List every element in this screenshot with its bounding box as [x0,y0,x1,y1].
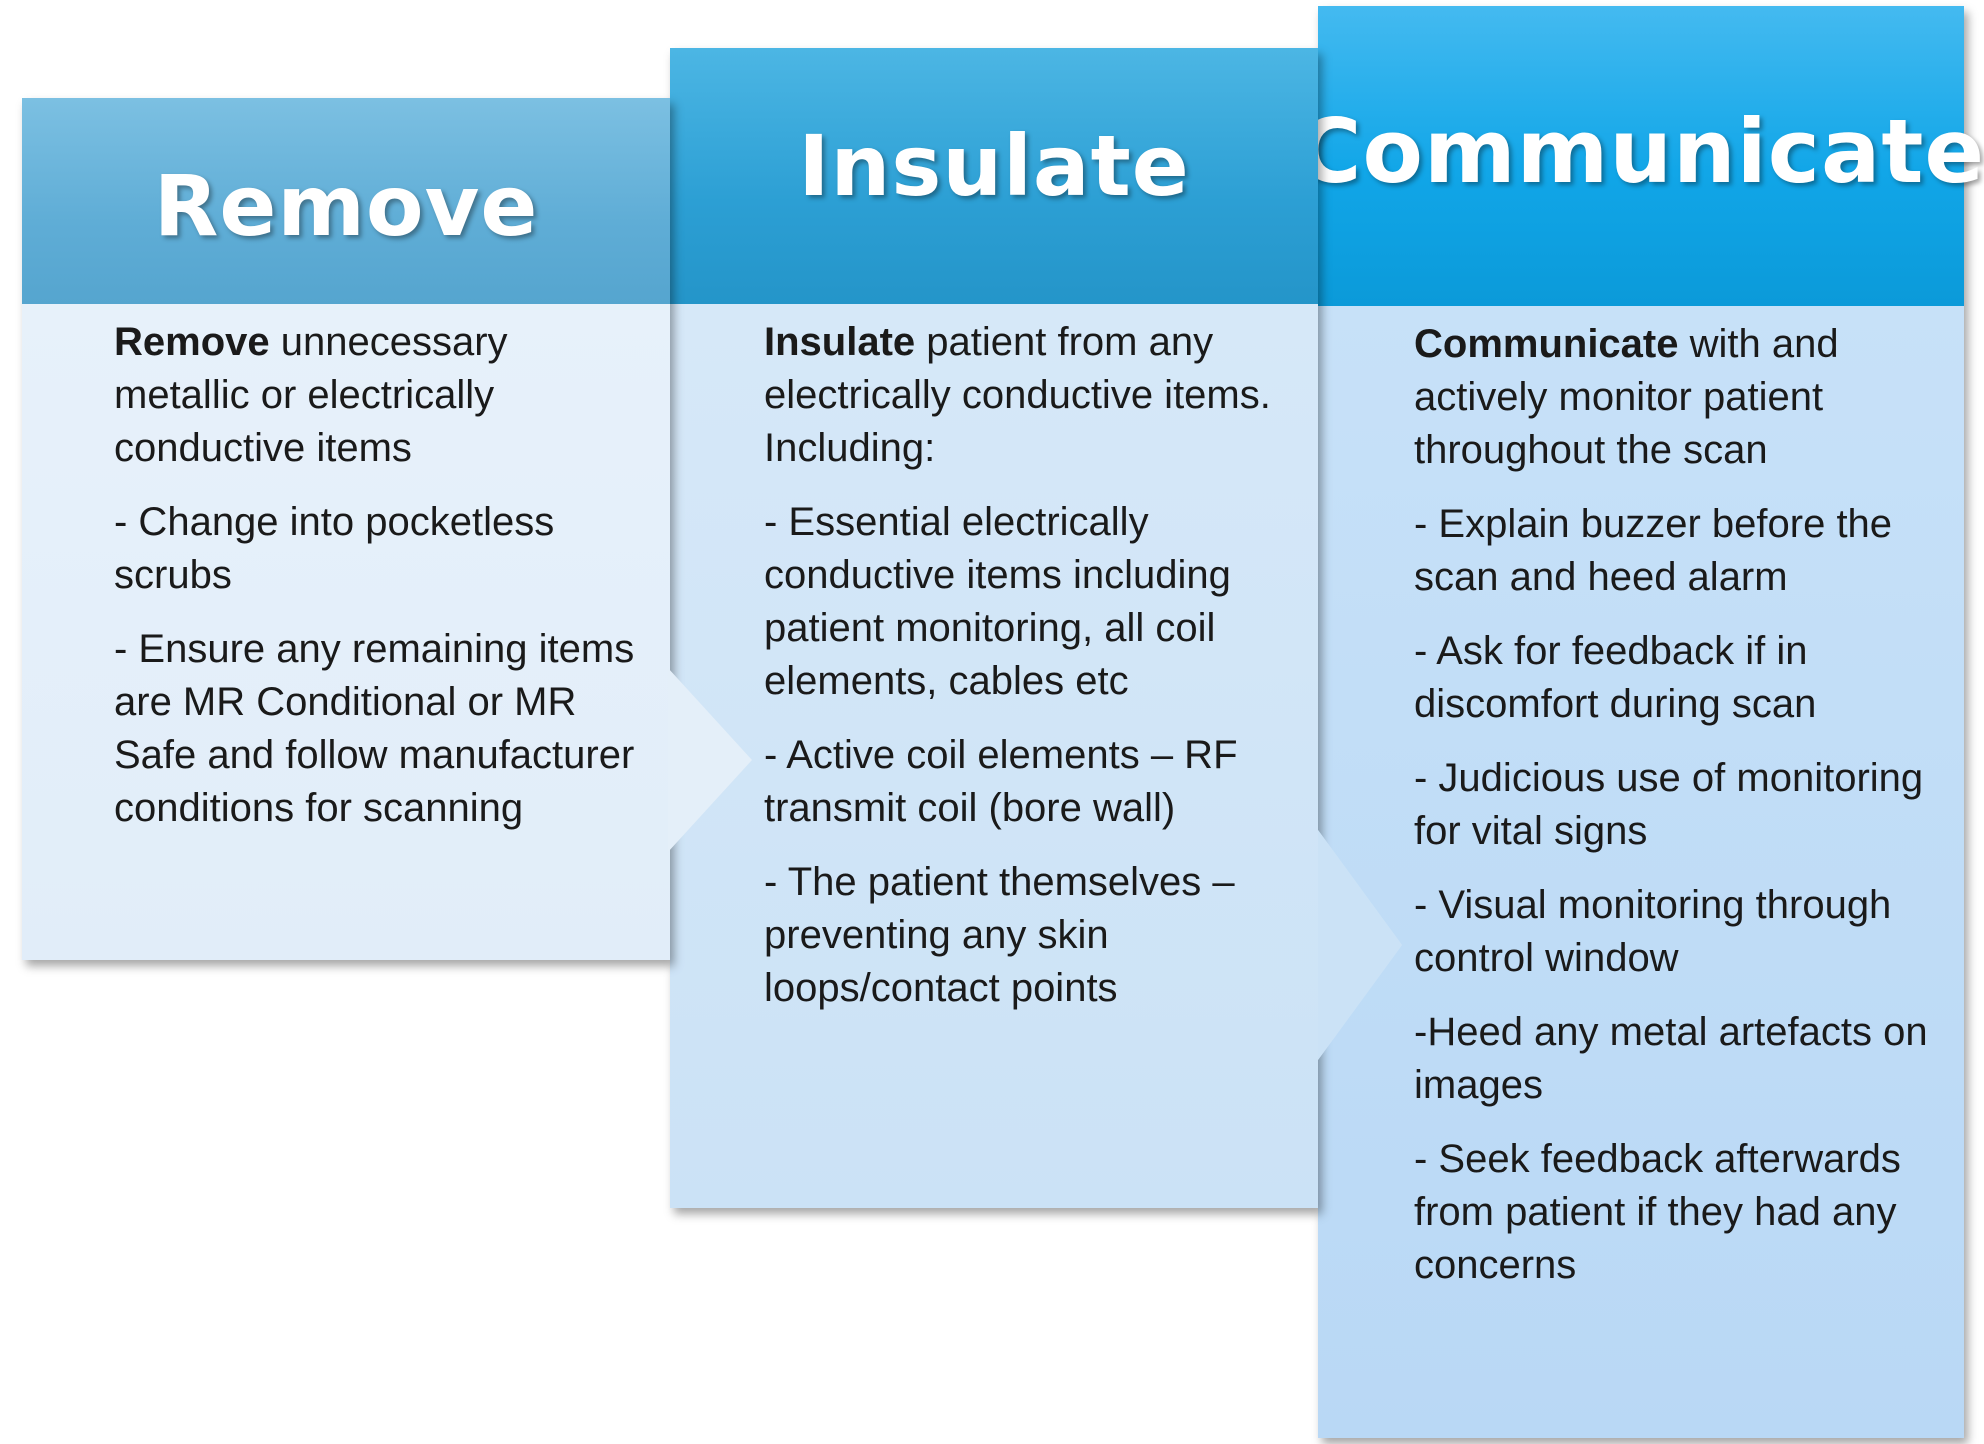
insulate-bullet-2: - Active coil elements – RF transmit coi… [764,733,1238,830]
communicate-lead-bold: Communicate [1414,322,1679,366]
remove-bullet-2: - Ensure any remaining items are MR Cond… [114,627,635,830]
communicate-title: Communicate [1296,99,1984,203]
remove-title: Remove [153,157,539,255]
insulate-lead: Insulate patient from any electrically c… [764,316,1304,475]
insulate-bullet-1: - Essential electrically conductive item… [764,500,1231,703]
insulate-bullet-3: - The patient themselves – preventing an… [764,860,1235,1010]
insulate-content: Insulate patient from any electrically c… [764,316,1304,1036]
remove-lead-bold: Remove [114,320,270,364]
communicate-bullet-4: - Visual monitoring through control wind… [1414,883,1892,980]
insulate-header: Insulate [670,48,1318,304]
remove-lead-text: unnecessary metallic or electrically con… [114,320,508,470]
communicate-bullet-1: - Explain buzzer before the scan and hee… [1414,502,1893,599]
communicate-body [1318,306,1964,1438]
communicate-bullet-5: -Heed any metal artefacts on images [1414,1010,1928,1107]
insulate-lead-bold: Insulate [764,320,916,364]
communicate-bullet-3: - Judicious use of monitoring for vital … [1414,756,1924,853]
insulate-lead-text: patient from any electrically conductive… [764,320,1271,470]
insulate-body [670,304,1318,1208]
communicate-column: Communicate [1297,6,1984,1438]
remove-lead: Remove unnecessary metallic or electrica… [114,316,654,475]
insulate-column: Insulate [670,48,1318,1208]
communicate-header: Communicate [1297,6,1984,306]
communicate-content: Communicate with and actively monitor pa… [1414,318,1954,1313]
remove-header: Remove [22,98,670,304]
communicate-bullet-2: - Ask for feedback if in discomfort duri… [1414,629,1817,726]
communicate-bullet-6: - Seek feedback afterwards from patient … [1414,1137,1901,1287]
remove-content: Remove unnecessary metallic or electrica… [114,316,654,856]
communicate-lead: Communicate with and actively monitor pa… [1414,318,1954,477]
communicate-lead-text: with and actively monitor patient throug… [1414,322,1839,472]
remove-column: Remove [22,98,670,960]
remove-bullet-1: - Change into pocketless scrubs [114,500,555,597]
insulate-title: Insulate [798,117,1190,215]
remove-body [22,304,670,960]
